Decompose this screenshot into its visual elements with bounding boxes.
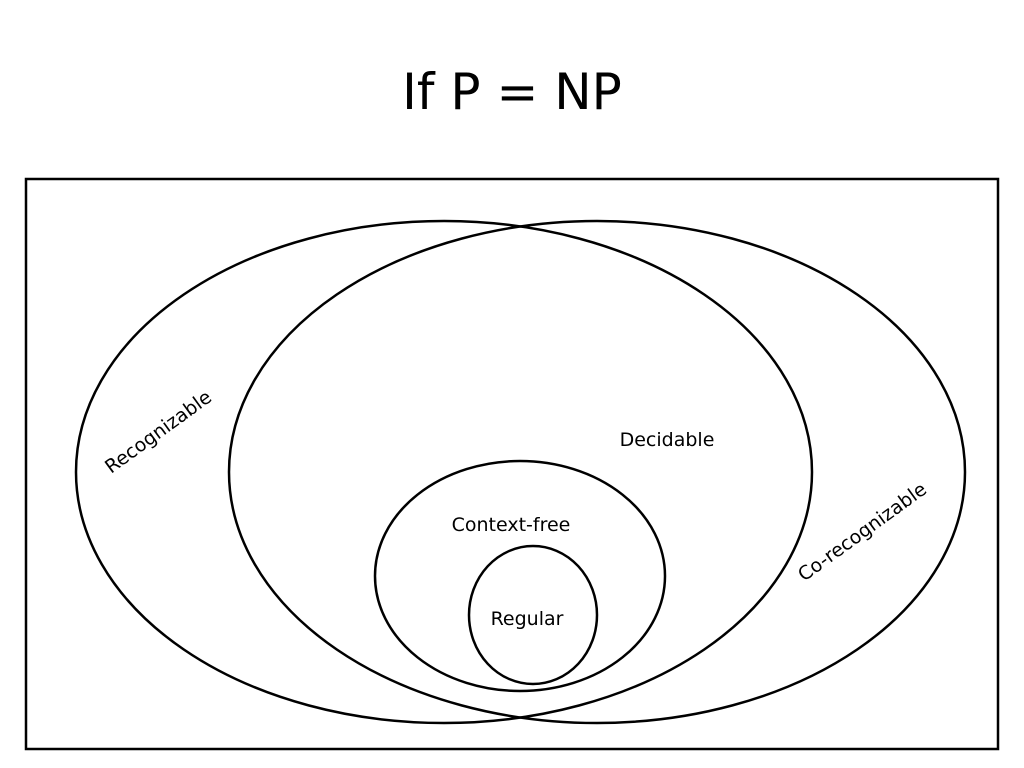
recognizable-set-ellipse [74,219,814,725]
decidable-label: Decidable [620,429,715,451]
universe-frame [24,177,1000,751]
regular-set-ellipse [467,544,599,686]
regular-label: Regular [491,608,564,630]
context-free-set-ellipse [373,459,667,693]
recognizable-label: Recognizable [101,386,216,478]
co-recognizable-label: Co-recognizable [794,478,931,586]
slide-title: If P = NP [402,63,622,121]
co-recognizable-set-ellipse [227,219,967,725]
context-free-label: Context-free [452,514,571,536]
